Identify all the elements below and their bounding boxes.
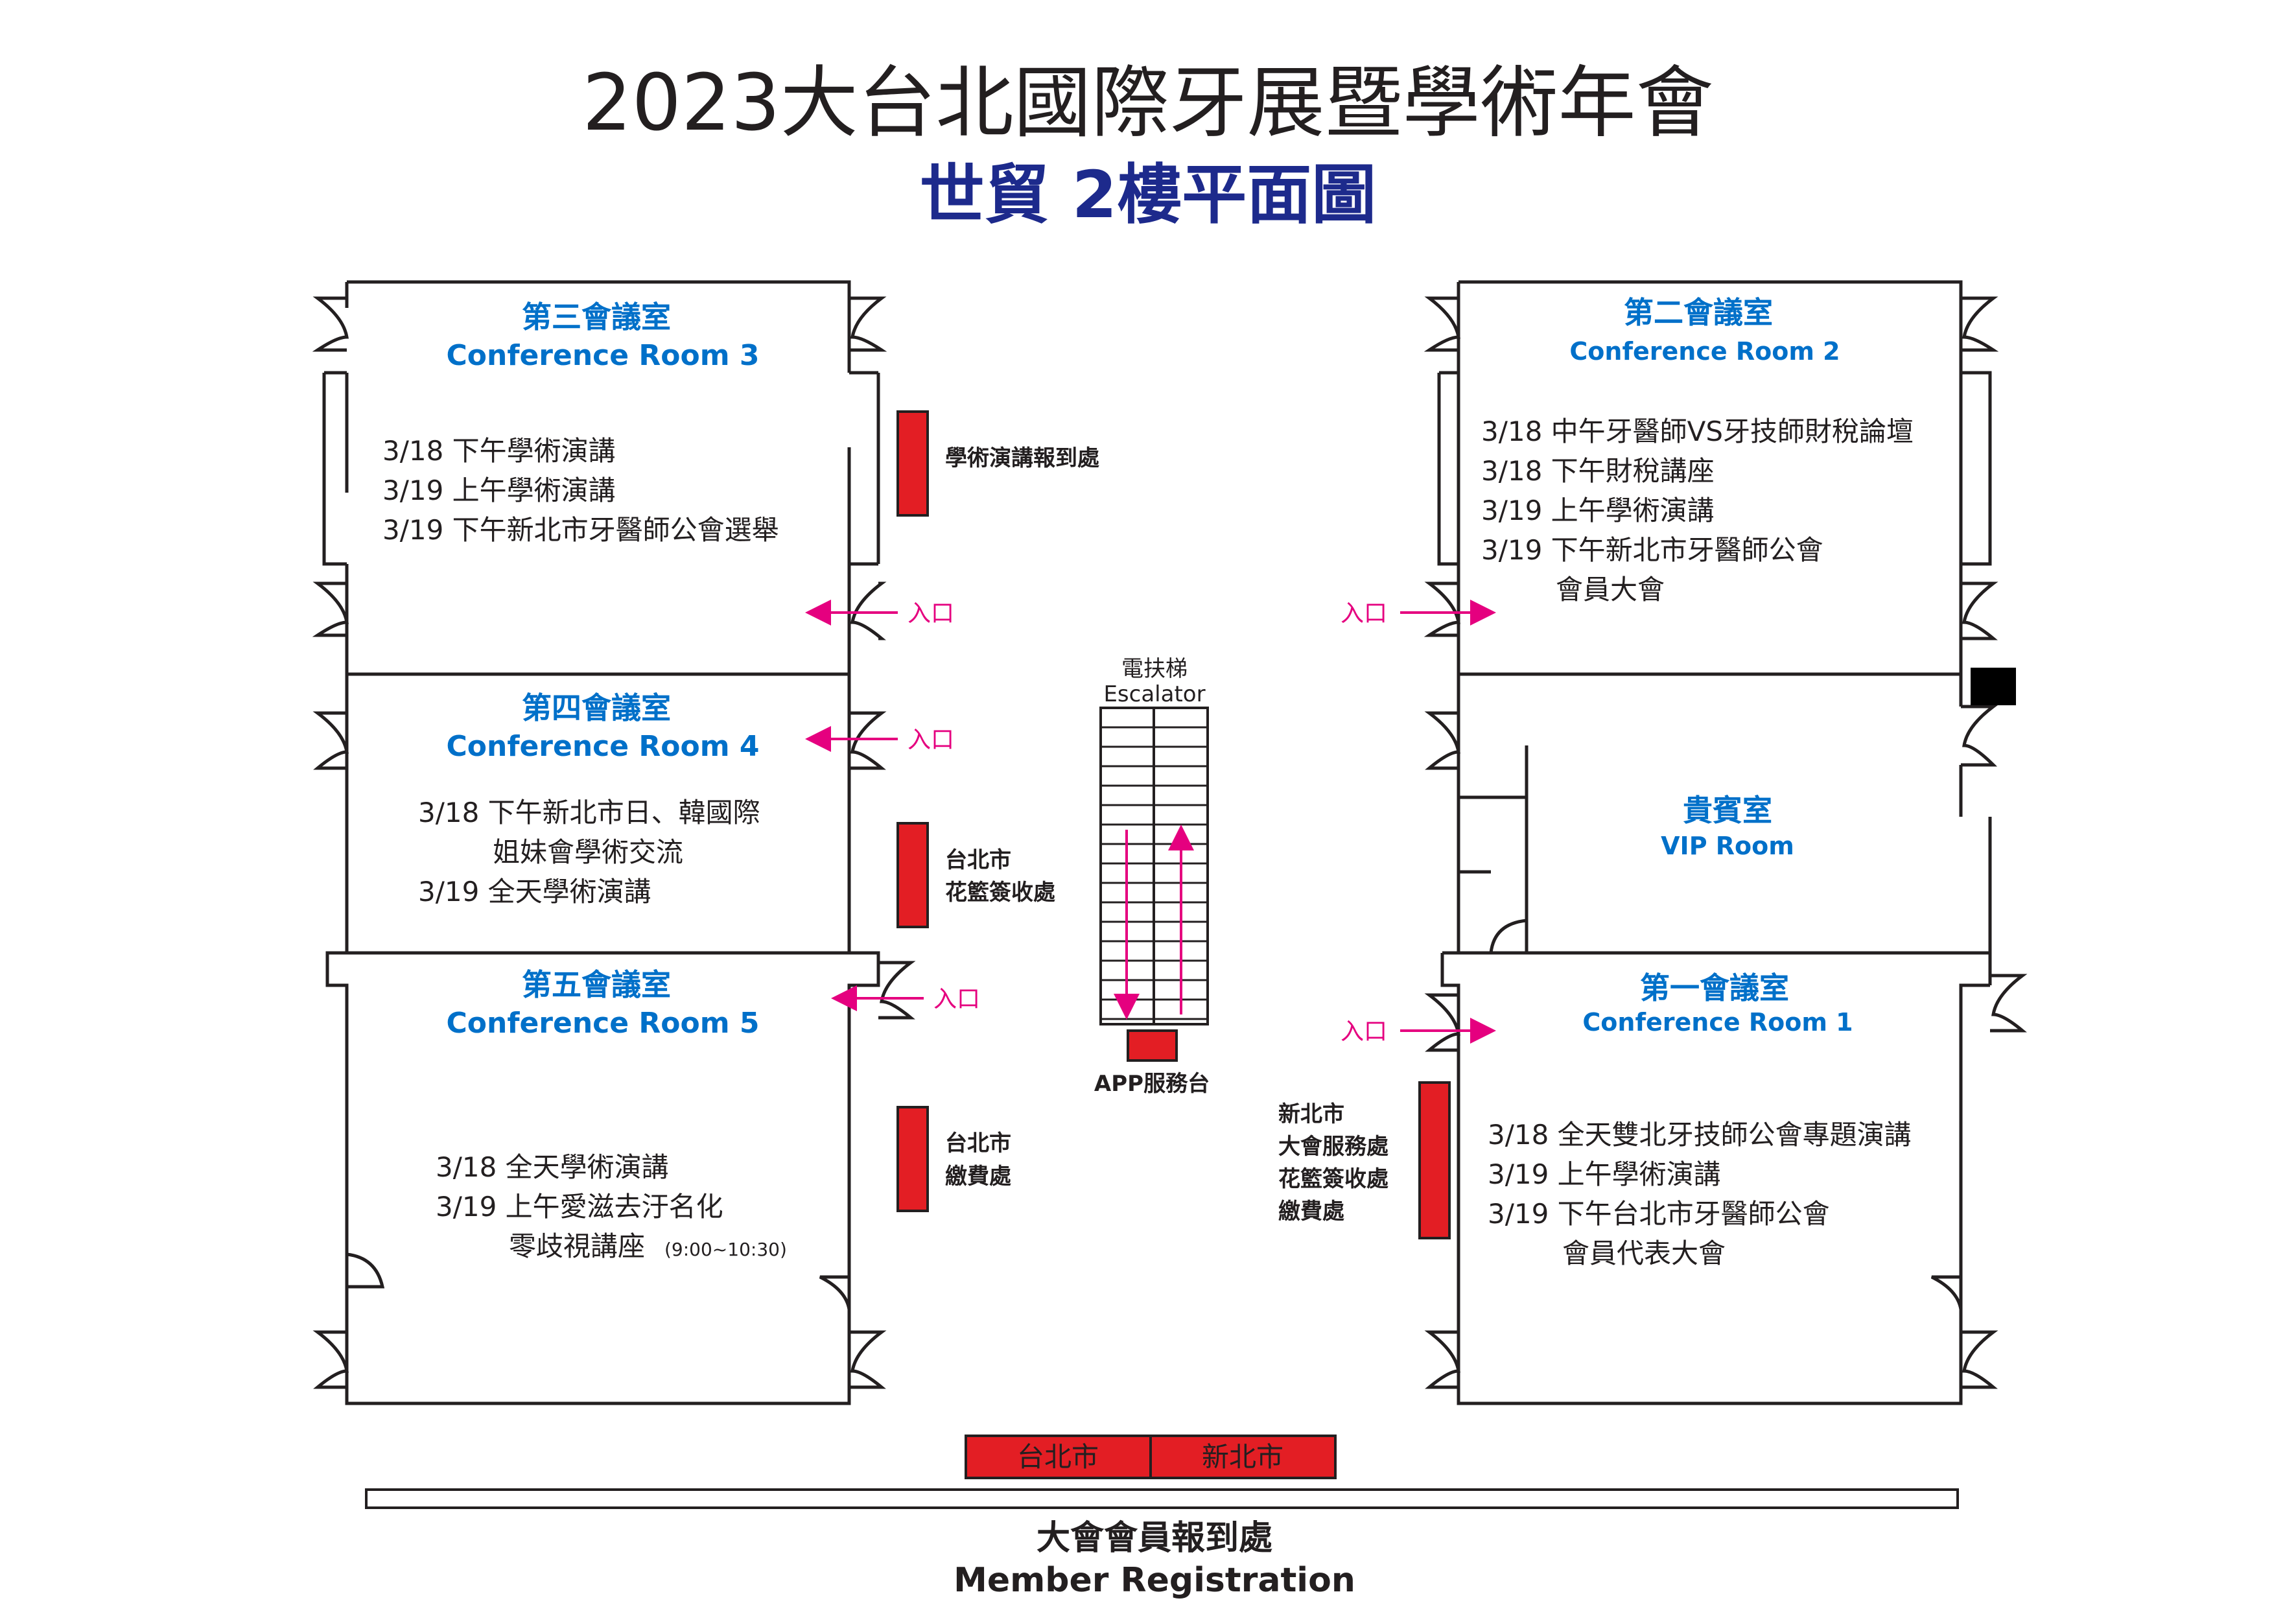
app-service-desk [1127, 1029, 1178, 1062]
pillar-block [1971, 668, 2016, 705]
entrance-room3: 入口 [805, 600, 954, 627]
newtaipei-service-desk [1418, 1081, 1451, 1239]
newtaipei-service-label-4: 繳費處 [1278, 1199, 1344, 1224]
entrance-label: 入口 [908, 727, 954, 753]
room3-name-en: Conference Room 3 [446, 339, 759, 372]
room1-schedule-2: 3/19 上午學術演講 [1488, 1158, 1721, 1190]
registration-desk-newtaipei-label: 新北市 [1202, 1441, 1283, 1473]
app-service-label: APP服務台 [1094, 1071, 1210, 1097]
taipei-fee-label-1: 台北市 [945, 1131, 1011, 1156]
vip-room-name-en: VIP Room [1661, 832, 1794, 860]
entrance-label: 入口 [908, 600, 954, 627]
entrance-room4: 入口 [805, 726, 954, 753]
room5-name-en: Conference Room 5 [446, 1007, 759, 1040]
room3-schedule-3: 3/19 下午新北市牙醫師公會選舉 [382, 514, 779, 546]
academic-registration-label: 學術演講報到處 [945, 445, 1099, 471]
room5-schedule-time: (9:00~10:30) [664, 1239, 787, 1260]
room2-name-en: Conference Room 2 [1569, 337, 1840, 366]
entrance-room5: 入口 [831, 985, 980, 1013]
entrance-label: 入口 [933, 986, 980, 1013]
room5-schedule-1: 3/18 全天學術演講 [436, 1151, 669, 1183]
taipei-fee-label-2: 繳費處 [945, 1164, 1011, 1189]
room1-schedule-1: 3/18 全天雙北牙技師公會專題演講 [1488, 1119, 1912, 1151]
vip-room-name-zh: 貴賓室 [1683, 793, 1772, 828]
room3-schedule-1: 3/18 下午學術演講 [382, 435, 616, 467]
page-title: 2023大台北國際牙展暨學術年會 [582, 58, 1713, 148]
room4-schedule-2: 姐妹會學術交流 [493, 836, 683, 868]
newtaipei-service-label-2: 大會服務處 [1278, 1134, 1388, 1160]
taipei-flower-label-2: 花籃簽收處 [945, 880, 1055, 906]
room1-schedule-3: 3/19 下午台北市牙醫師公會 [1488, 1198, 1830, 1230]
newtaipei-service-label-3: 花籃簽收處 [1278, 1166, 1388, 1192]
right-doors [1423, 296, 2028, 1389]
room5-name-zh: 第五會議室 [522, 967, 671, 1002]
room5-schedule-2: 3/19 上午愛滋去汙名化 [436, 1191, 723, 1223]
room2-schedule-5: 會員大會 [1556, 574, 1665, 605]
newtaipei-service-label-1: 新北市 [1278, 1101, 1344, 1127]
member-registration-en: Member Registration [954, 1561, 1355, 1600]
room4-schedule-3: 3/19 全天學術演講 [418, 876, 651, 908]
entrance-label: 入口 [1341, 600, 1387, 627]
academic-registration-desk [896, 410, 929, 517]
room2-schedule-1: 3/18 中午牙醫師VS牙技師財稅論壇 [1481, 416, 1914, 447]
left-doors [312, 296, 916, 1389]
room1-name-zh: 第一會議室 [1640, 970, 1789, 1005]
room4-name-zh: 第四會議室 [522, 690, 671, 725]
registration-desk-taipei [965, 1435, 1152, 1479]
registration-desk-newtaipei [1149, 1435, 1337, 1479]
room2-schedule-2: 3/18 下午財稅講座 [1481, 455, 1715, 487]
room3-name-zh: 第三會議室 [522, 299, 671, 334]
escalator-label-zh: 電扶梯 [1121, 656, 1188, 682]
room4-schedule-1: 3/18 下午新北市日、韓國際 [418, 797, 760, 828]
registration-desk-taipei-label: 台北市 [1017, 1441, 1099, 1473]
member-registration-zh: 大會會員報到處 [1037, 1519, 1272, 1558]
entrance-room2: 入口 [1341, 600, 1496, 627]
room2-schedule-4: 3/19 下午新北市牙醫師公會 [1481, 534, 1823, 566]
taipei-fee-desk [896, 1106, 929, 1212]
taipei-flower-label-1: 台北市 [945, 847, 1011, 873]
room1-name-en: Conference Room 1 [1582, 1008, 1853, 1037]
room4-name-en: Conference Room 4 [446, 730, 759, 763]
room3-schedule-2: 3/19 上午學術演講 [382, 474, 616, 506]
entrance-label: 入口 [1341, 1018, 1387, 1045]
taipei-flower-desk [896, 822, 929, 928]
escalator [1099, 707, 1209, 1025]
room2-name-zh: 第二會議室 [1624, 295, 1773, 330]
page-subtitle: 世貿 2樓平面圖 [920, 157, 1376, 233]
escalator-label-en: Escalator [1103, 681, 1205, 707]
registration-counter [365, 1488, 1959, 1509]
room5-schedule-3: 零歧視講座 [509, 1230, 645, 1262]
entrance-room1: 入口 [1341, 1018, 1496, 1045]
room2-schedule-3: 3/19 上午學術演講 [1481, 495, 1715, 526]
room1-schedule-4: 會員代表大會 [1562, 1237, 1726, 1269]
